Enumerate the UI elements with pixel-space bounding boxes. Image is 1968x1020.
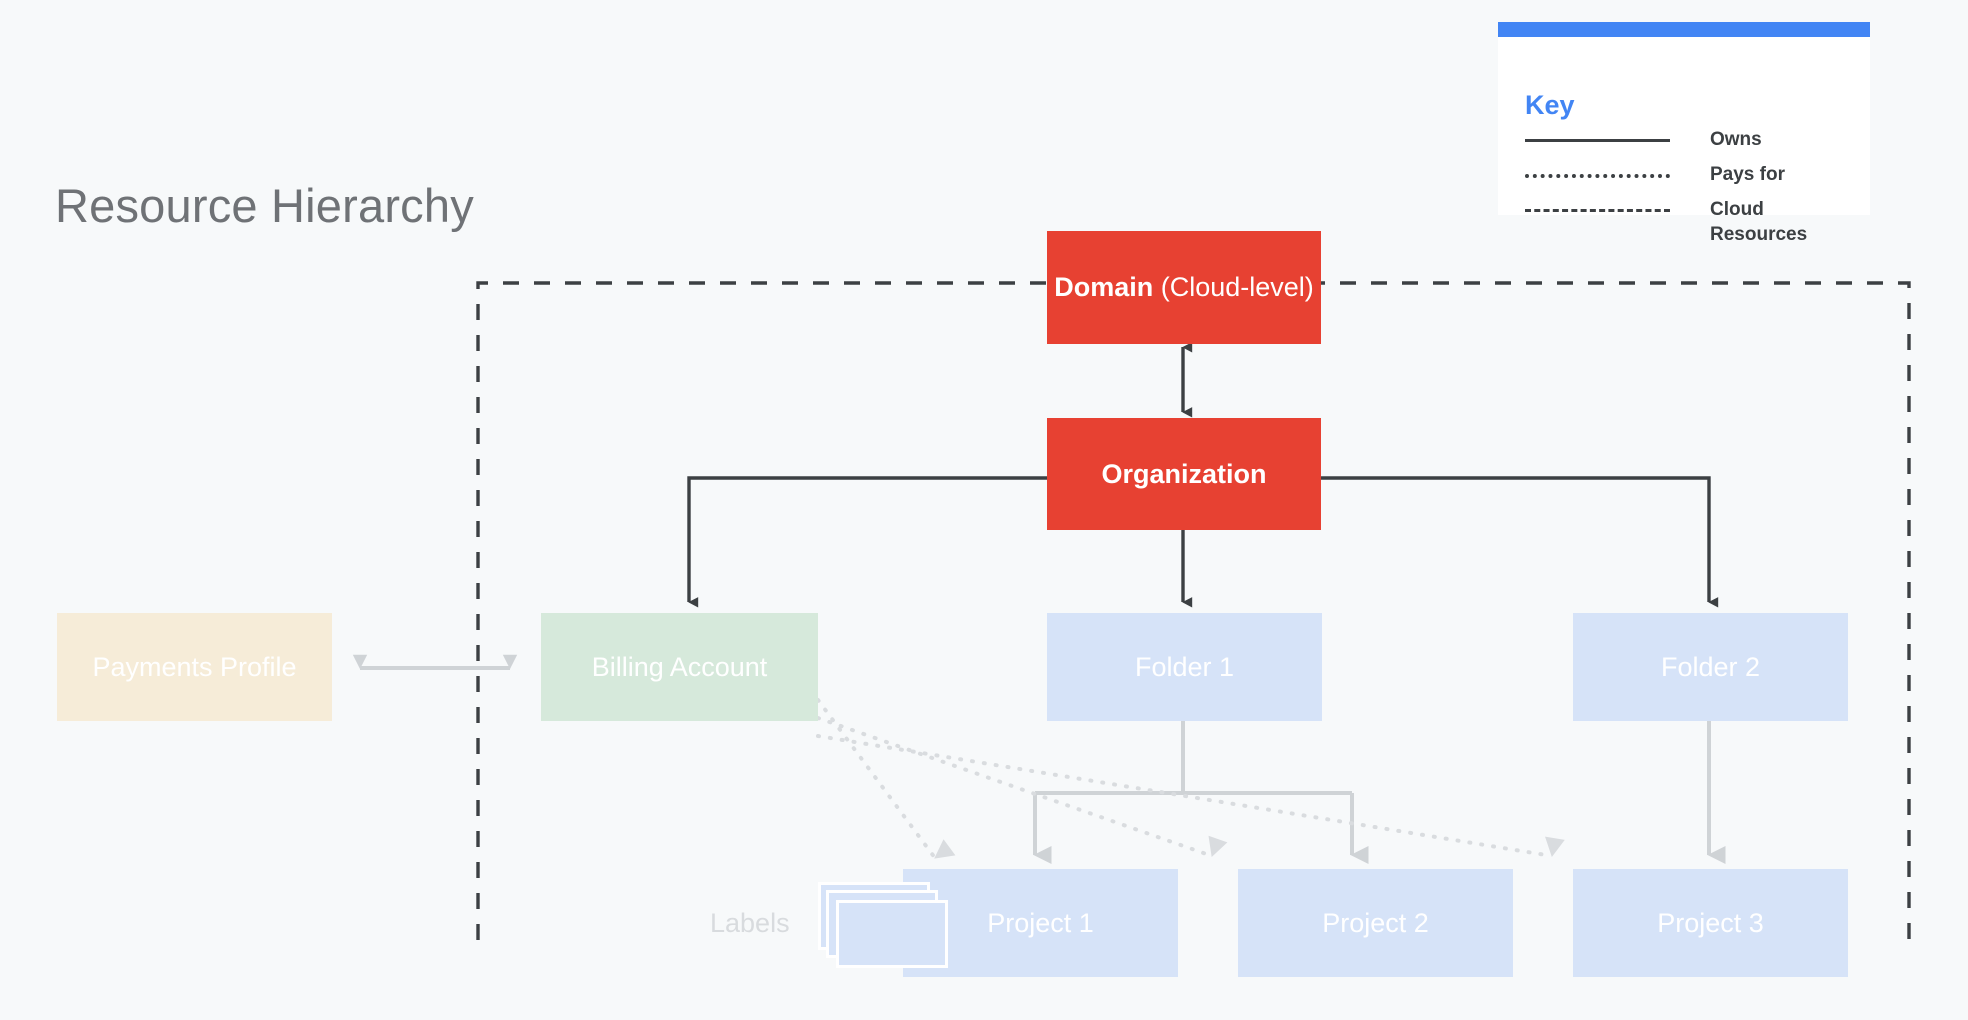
key-label-cloud-resources: Cloud Resources <box>1710 199 1808 245</box>
page-title: Resource Hierarchy <box>55 179 474 232</box>
node-project-2-label: Project 2 <box>1322 907 1429 938</box>
labels-card-front <box>836 900 948 968</box>
node-folder-1[interactable]: Folder 1 <box>1047 613 1322 721</box>
node-billing-account-label: Billing Account <box>591 651 768 682</box>
owns-line-sample <box>1525 139 1670 142</box>
labels-stack-icon <box>818 882 958 972</box>
edge-organization-folder-2 <box>1320 476 1719 608</box>
node-project-1[interactable]: Project 1 <box>903 869 1178 977</box>
node-domain-label: Domain (Cloud-level) <box>1054 272 1314 303</box>
node-folder-2[interactable]: Folder 2 <box>1573 613 1848 721</box>
key-label-pays-for: Pays for <box>1710 164 1785 185</box>
key-heading: Key <box>1525 90 1575 120</box>
key-row-owns: Owns <box>1525 127 1855 162</box>
edge-folder-1-projects <box>1033 720 1369 864</box>
key-accent-bar <box>1498 22 1870 37</box>
edge-organization-billing-account <box>687 476 1047 608</box>
key-row-cloud-resources: Cloud Resources <box>1525 197 1855 245</box>
node-folder-1-label: Folder 1 <box>1134 651 1235 682</box>
key-rows: Owns Pays for Cloud Resources <box>1525 127 1855 245</box>
cloud-resources-line-sample <box>1525 209 1670 212</box>
node-domain[interactable]: Domain (Cloud-level) <box>1047 231 1321 344</box>
pays-for-line-sample <box>1525 174 1670 178</box>
node-domain-label-bold: Domain <box>1054 272 1154 302</box>
node-folder-2-label: Folder 2 <box>1660 651 1761 682</box>
node-payments-profile-label: Payments Profile <box>92 651 297 682</box>
node-billing-account[interactable]: Billing Account <box>541 613 818 721</box>
node-project-2[interactable]: Project 2 <box>1238 869 1513 977</box>
node-project-3[interactable]: Project 3 <box>1573 869 1848 977</box>
node-domain-label-rest: (Cloud-level) <box>1153 272 1314 302</box>
key-panel: Key Owns Pays for Cloud Resources <box>1498 22 1870 245</box>
node-project-1-label: Project 1 <box>987 907 1094 938</box>
node-project-3-label: Project 3 <box>1657 907 1764 938</box>
node-payments-profile[interactable]: Payments Profile <box>57 613 332 721</box>
node-organization-label: Organization <box>1101 458 1267 489</box>
edge-billing-pays-projects <box>816 698 1565 860</box>
labels-caption: Labels <box>710 908 790 938</box>
node-organization[interactable]: Organization <box>1047 418 1321 530</box>
cloud-resources-boundary <box>476 281 1911 940</box>
key-row-pays-for: Pays for <box>1525 162 1855 197</box>
key-label-owns: Owns <box>1710 129 1762 150</box>
